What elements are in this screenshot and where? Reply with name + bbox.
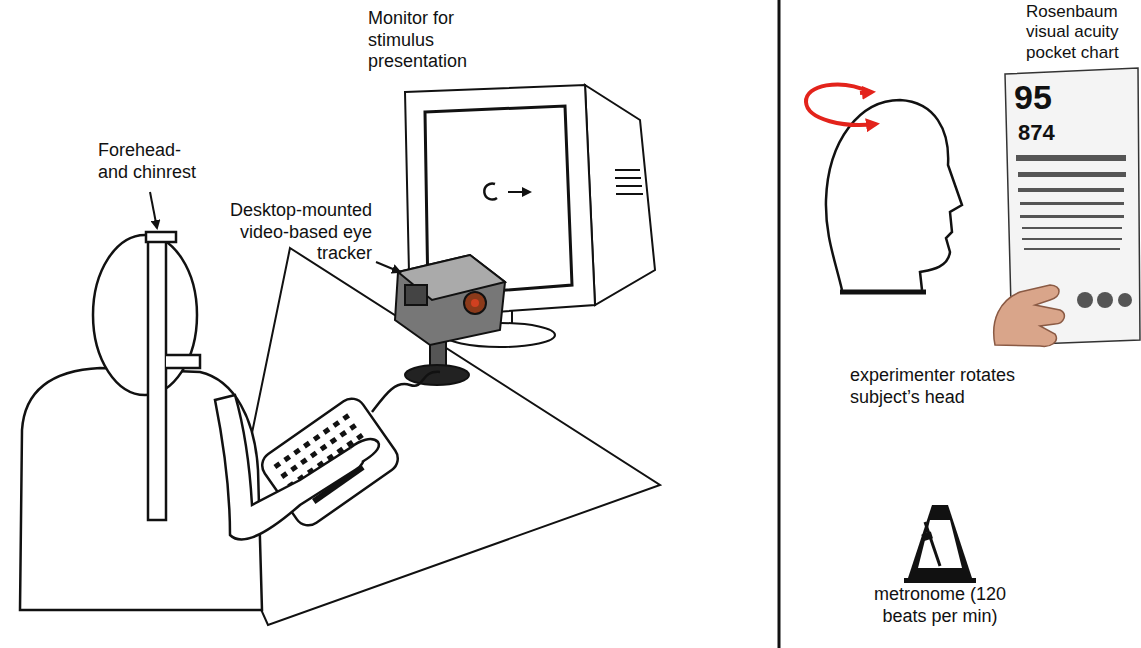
- caption-label: experimenter rotates subject’s head: [850, 365, 1060, 408]
- callout-label: Monitor for stimulus presentation: [368, 8, 498, 73]
- callout-label: Forehead- and chinrest: [98, 140, 210, 183]
- head-profile: [806, 85, 962, 292]
- callout-label: Rosenbaum visual acuity pocket chart: [1026, 2, 1138, 63]
- leader-arrow: [376, 262, 400, 272]
- metronome-icon: [904, 505, 976, 583]
- caption-label: metronome (120 beats per min): [850, 584, 1030, 627]
- subject-figure: [20, 232, 379, 610]
- eye-tracker: [395, 255, 505, 385]
- callout-label: Desktop-mounted video-based eye tracker: [207, 200, 372, 265]
- chart-digits: 874: [1018, 122, 1098, 144]
- acuity-chart: [994, 68, 1140, 346]
- chart-digits: 95: [1014, 80, 1094, 114]
- leader-arrow: [150, 192, 157, 228]
- keyboard-cord: [372, 372, 440, 412]
- panel-divider: [778, 0, 781, 648]
